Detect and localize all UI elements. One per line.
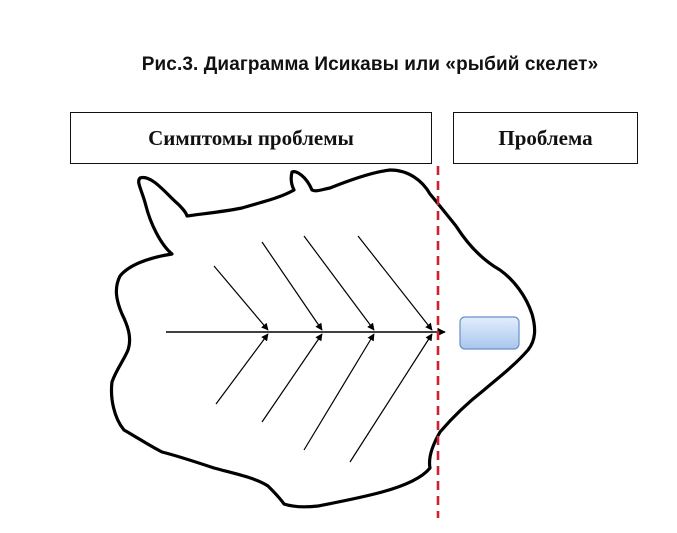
upper-bone-1	[213, 265, 269, 331]
lower-bone-2	[261, 333, 323, 423]
fish-outline	[109, 168, 537, 509]
problem-label: Проблема	[498, 125, 593, 150]
figure-caption: Рис.3. Диаграмма Исикавы или «рыбий скел…	[141, 54, 599, 75]
lower-bone-1	[215, 333, 269, 405]
problem-label-box: Проблема	[453, 112, 638, 164]
symptoms-label-box: Симптомы проблемы	[70, 112, 432, 164]
upper-bone-2	[261, 241, 323, 331]
lower-bone-3	[303, 333, 375, 451]
upper-bone-4	[357, 235, 433, 331]
symptoms-label: Симптомы проблемы	[148, 125, 354, 150]
problem-head-box	[459, 316, 520, 350]
upper-bone-3	[303, 235, 375, 331]
lower-bone-4	[349, 333, 433, 463]
